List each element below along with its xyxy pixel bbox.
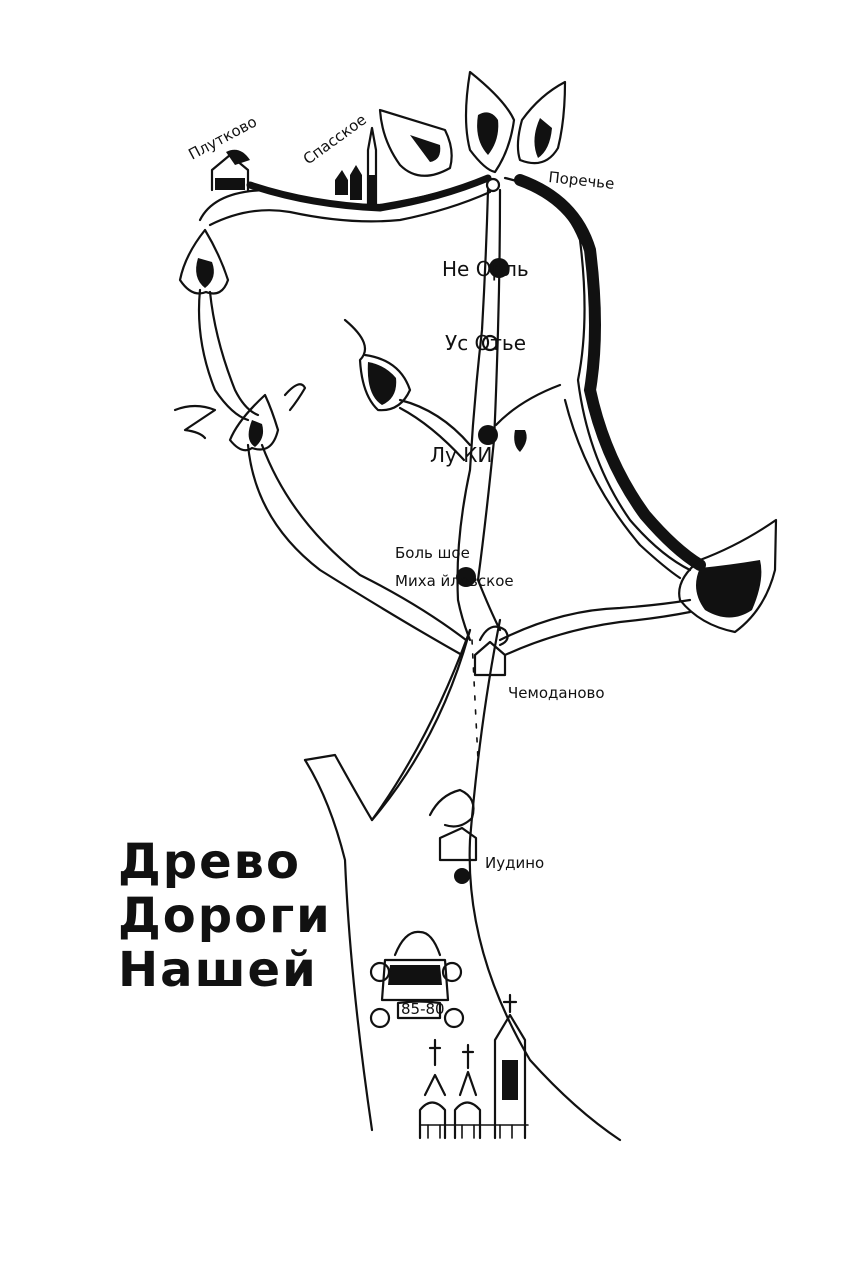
southeast-branch bbox=[498, 598, 692, 657]
church-icon bbox=[335, 126, 378, 207]
church-icon bbox=[418, 993, 529, 1140]
label-lukki: Лу КИ bbox=[430, 443, 492, 467]
leaf-lukki bbox=[514, 430, 527, 452]
car-icon bbox=[369, 930, 465, 1029]
label-mikhailovskoe: Миха йловское bbox=[395, 572, 514, 590]
leaf-top-right bbox=[516, 80, 567, 165]
label-spasskoe: Спасское bbox=[300, 111, 370, 169]
title-line-3: Нашей bbox=[118, 942, 318, 998]
label-chemodanovo: Чемоданово bbox=[508, 684, 605, 702]
label-plutkovo: Плутково bbox=[185, 113, 259, 164]
label-porechye: Поречье bbox=[548, 168, 616, 193]
map-title: Древо Дороги Нашей bbox=[118, 834, 332, 998]
house-icon bbox=[428, 788, 478, 862]
northern-road bbox=[198, 174, 492, 227]
title-line-1: Древо bbox=[118, 834, 301, 890]
label-bolshoe: Боль шое bbox=[395, 544, 470, 562]
leaf-middle-left bbox=[343, 318, 412, 412]
eastern-road bbox=[503, 174, 706, 580]
house-icon bbox=[473, 625, 509, 677]
village-dot-icon bbox=[454, 177, 509, 884]
leaf-west-upper bbox=[178, 228, 230, 295]
label-neorl: Не Орль bbox=[442, 257, 529, 281]
house-icon bbox=[210, 149, 250, 192]
leaf-top-left bbox=[378, 108, 453, 177]
leaf-east-big bbox=[678, 518, 778, 634]
tree-trunk bbox=[303, 618, 622, 1142]
title-line-2: Дороги bbox=[118, 888, 332, 944]
label-usotye: Ус Отье bbox=[445, 331, 526, 355]
leaf-top-center bbox=[464, 70, 516, 174]
label-iudino: Иудино bbox=[485, 854, 544, 872]
car-plate: 85-80 bbox=[401, 1000, 445, 1018]
western-branches bbox=[197, 288, 562, 657]
leaf-west-lower bbox=[173, 383, 307, 452]
